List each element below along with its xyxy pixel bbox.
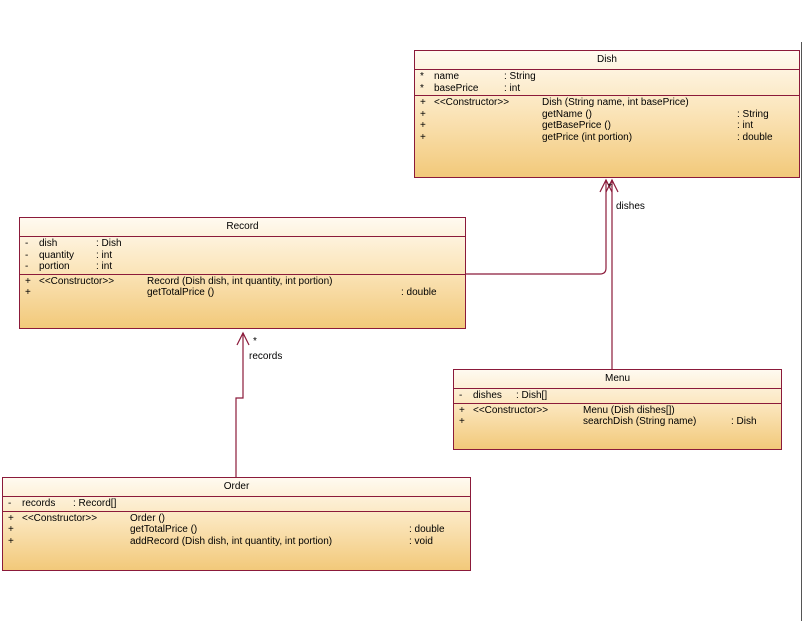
operation-row: + searchDish (String name) : Dish — [454, 416, 781, 428]
attribute-row: - portion : int — [20, 261, 465, 273]
return-type: : int — [737, 120, 754, 131]
attribute-name: dishes — [473, 390, 502, 401]
arrow-head-dish-1 — [599, 178, 613, 193]
visibility-marker: + — [459, 404, 465, 416]
visibility-marker: + — [25, 275, 31, 287]
attribute-name: quantity — [39, 249, 75, 261]
attribute-row: * basePrice : int — [415, 83, 799, 95]
class-title: Dish — [415, 51, 799, 70]
operation-signature: Record (Dish dish, int quantity, int por… — [147, 275, 333, 287]
visibility-marker: + — [25, 287, 31, 298]
visibility-marker: + — [8, 512, 14, 524]
attribute-section: - dish : Dish - quantity : int - portion… — [20, 237, 465, 275]
stereotype-label: <<Constructor>> — [434, 97, 510, 108]
attribute-name: basePrice — [434, 82, 479, 94]
multiplicity-records: * — [253, 336, 257, 347]
operation-signature: Menu (Dish dishes[]) — [583, 404, 675, 416]
visibility-marker: + — [8, 524, 14, 535]
visibility-marker: * — [420, 82, 424, 94]
class-dish[interactable]: Dish * name : String * basePrice : int +… — [414, 50, 800, 178]
association-order-record — [235, 333, 244, 477]
operation-row: + <<Constructor>> Dish (String name, int… — [415, 97, 799, 109]
class-menu[interactable]: Menu - dishes : Dish[] + <<Constructor>>… — [453, 369, 782, 450]
attribute-row: - dishes : Dish[] — [454, 390, 781, 402]
attribute-name: dish — [39, 238, 58, 249]
attribute-row: * name : String — [415, 71, 799, 83]
class-title: Record — [20, 218, 465, 237]
operation-row: + addRecord (Dish dish, int quantity, in… — [3, 536, 470, 548]
class-title: Menu — [454, 370, 781, 389]
visibility-marker: - — [25, 249, 29, 261]
return-type: : String — [737, 108, 769, 120]
return-type: : Dish — [731, 416, 757, 427]
arrow-head-record — [236, 331, 250, 346]
operation-row: + <<Constructor>> Order () — [3, 513, 470, 525]
attribute-row: - dish : Dish — [20, 238, 465, 250]
role-label-dishes: dishes — [616, 201, 645, 212]
return-type: : double — [737, 131, 773, 143]
visibility-marker: - — [25, 238, 29, 249]
stereotype-label: <<Constructor>> — [39, 275, 115, 287]
attribute-name: records — [22, 498, 56, 509]
operation-signature: addRecord (Dish dish, int quantity, int … — [130, 535, 333, 547]
attribute-row: - records : Record[] — [3, 498, 470, 510]
attribute-type: : Dish — [96, 238, 122, 249]
attribute-type: : Dish[] — [516, 390, 548, 401]
operation-signature: getTotalPrice () — [147, 287, 215, 298]
arrow-head-dish-2 — [605, 178, 619, 193]
operation-signature: Order () — [130, 512, 165, 524]
attribute-row: - quantity : int — [20, 250, 465, 262]
attribute-type: : int — [96, 261, 113, 272]
attribute-type: : Record[] — [73, 498, 117, 509]
visibility-marker: * — [420, 71, 424, 82]
visibility-marker: - — [8, 498, 12, 509]
association-record-dish — [466, 180, 607, 275]
operation-row: + getPrice (int portion) : double — [415, 132, 799, 144]
operation-row: + getBasePrice () : int — [415, 120, 799, 132]
attribute-type: : int — [96, 249, 113, 261]
operation-signature: getPrice (int portion) — [542, 131, 633, 143]
attribute-name: portion — [39, 261, 70, 272]
operation-section: + <<Constructor>> Record (Dish dish, int… — [20, 275, 465, 300]
visibility-marker: + — [8, 535, 14, 547]
operation-signature: getName () — [542, 108, 593, 120]
attribute-type: : int — [504, 82, 521, 94]
attribute-section: * name : String * basePrice : int — [415, 70, 799, 96]
class-order[interactable]: Order - records : Record[] + <<Construct… — [2, 477, 471, 571]
visibility-marker: + — [459, 416, 465, 427]
attribute-type: : String — [504, 71, 536, 82]
class-record[interactable]: Record - dish : Dish - quantity : int - … — [19, 217, 466, 329]
return-type: : double — [409, 524, 445, 535]
attribute-section: - dishes : Dish[] — [454, 389, 781, 404]
visibility-marker: + — [420, 120, 426, 131]
operation-row: + <<Constructor>> Menu (Dish dishes[]) — [454, 405, 781, 417]
return-type: : void — [409, 535, 433, 547]
visibility-marker: - — [459, 390, 463, 401]
operation-row: + getName () : String — [415, 109, 799, 121]
stereotype-label: <<Constructor>> — [22, 512, 98, 524]
multiplicity-dishes: * — [608, 182, 612, 193]
canvas-right-edge — [801, 42, 802, 621]
operation-section: + <<Constructor>> Dish (String name, int… — [415, 96, 799, 144]
attribute-section: - records : Record[] — [3, 497, 470, 512]
visibility-marker: + — [420, 131, 426, 143]
operation-section: + <<Constructor>> Menu (Dish dishes[]) +… — [454, 404, 781, 429]
visibility-marker: + — [420, 97, 426, 108]
operation-section: + <<Constructor>> Order () + getTotalPri… — [3, 512, 470, 549]
class-title: Order — [3, 478, 470, 497]
visibility-marker: - — [25, 261, 29, 272]
attribute-name: name — [434, 71, 460, 82]
operation-row: + getTotalPrice () : double — [20, 287, 465, 299]
operation-row: + <<Constructor>> Record (Dish dish, int… — [20, 276, 465, 288]
visibility-marker: + — [420, 108, 426, 120]
operation-signature: searchDish (String name) — [583, 416, 697, 427]
operation-row: + getTotalPrice () : double — [3, 524, 470, 536]
operation-signature: Dish (String name, int basePrice) — [542, 97, 689, 108]
operation-signature: getTotalPrice () — [130, 524, 198, 535]
operation-signature: getBasePrice () — [542, 120, 611, 131]
stereotype-label: <<Constructor>> — [473, 404, 549, 416]
role-label-records: records — [249, 351, 283, 362]
return-type: : double — [401, 287, 437, 298]
